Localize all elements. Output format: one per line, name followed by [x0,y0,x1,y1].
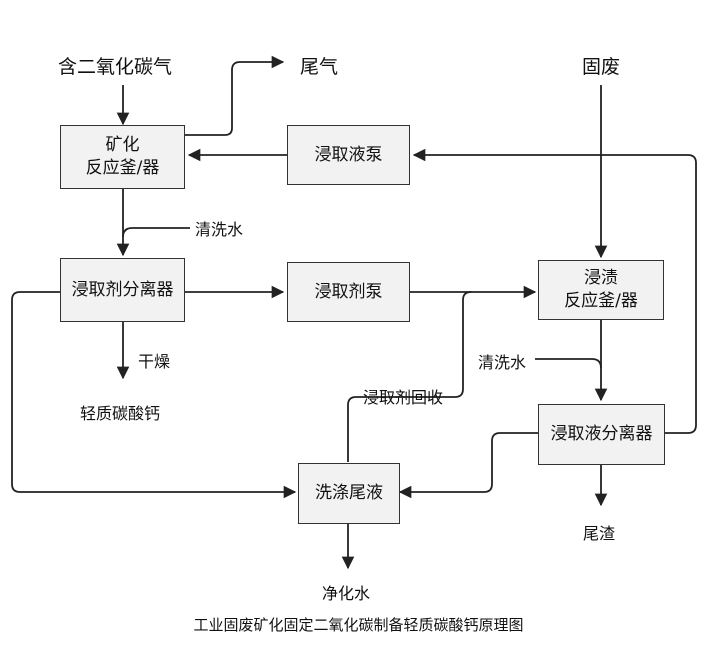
leachant-separator-box: 浸取剂分离器 [60,258,185,322]
solid-waste-label: 固废 [582,56,621,78]
arrow-to-washing-tail [398,432,538,499]
mineralization-reactor-line1: 矿化 [105,135,140,156]
recover-label: 浸取剂回收 [363,388,444,407]
mineralization-reactor-line2: 反应釜/器 [85,158,160,178]
wash-water-label-2: 清洗水 [478,353,527,372]
dry-label: 干燥 [138,352,171,371]
arrow-tail-gas [185,55,285,136]
tail-gas-label: 尾气 [300,56,339,78]
leach-liquid-pump-box: 浸取液泵 [287,125,410,185]
product-label: 轻质碳酸钙 [80,404,161,423]
input-co2-label: 含二氧化碳气 [58,56,173,78]
leaching-reactor-box: 浸渍反应釜/器 [538,260,664,320]
line-wash-water-2 [535,358,602,369]
arrow-recycle-leach-liquid [412,148,697,434]
residue-label: 尾渣 [583,524,616,543]
wash-water-label-1: 清洗水 [195,220,244,239]
clean-water-label: 净化水 [322,584,371,603]
leachant-pump-box: 浸取剂泵 [287,262,410,322]
mineralization-reactor-box: 矿化反应釜/器 [60,125,185,189]
leaching-reactor-line2: 反应釜/器 [564,291,638,311]
leach-liquid-separator-box: 浸取液分离器 [538,404,665,465]
figure-caption: 工业固废矿化固定二氧化碳制备轻质碳酸钙原理图 [193,616,524,634]
washing-tail-liquid-box: 洗涤尾液 [298,463,400,524]
line-leachant-recovery [347,291,472,462]
line-wash-water-1 [122,227,190,238]
leaching-reactor-line1: 浸渍 [583,268,618,289]
arrow-separator-to-washing-tail [11,291,297,499]
